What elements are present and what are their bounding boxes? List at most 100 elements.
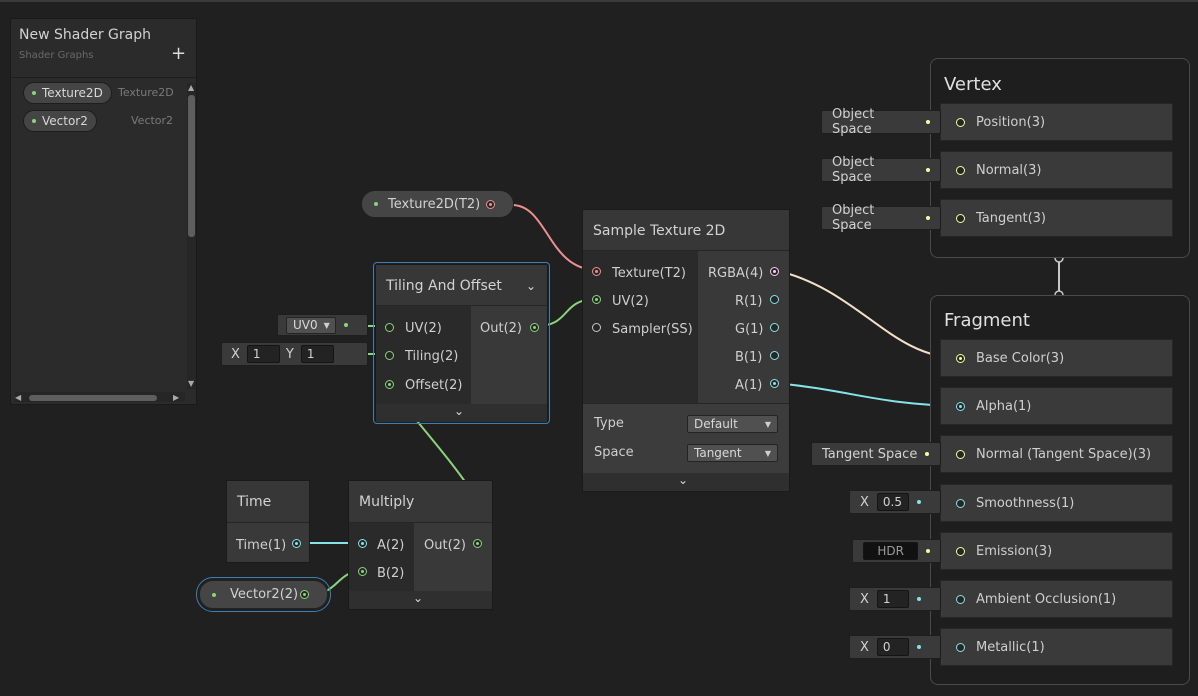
expand-chevron-icon[interactable]: ⌄ bbox=[413, 591, 424, 605]
expand-bar[interactable] bbox=[349, 591, 492, 609]
horizontal-scroll-thumb[interactable] bbox=[29, 395, 157, 401]
connector-dot-icon bbox=[344, 323, 348, 327]
tiling-y-field[interactable]: 1 bbox=[300, 345, 334, 363]
smoothness-port[interactable] bbox=[956, 499, 965, 508]
normal-input[interactable]: Object Space bbox=[821, 155, 941, 185]
multiply-header[interactable]: Multiply bbox=[349, 481, 492, 523]
metallic-input: X 0 bbox=[849, 635, 941, 659]
r-output-port[interactable] bbox=[770, 295, 779, 304]
sample-header[interactable]: Sample Texture 2D bbox=[583, 210, 789, 251]
position-input[interactable]: Object Space bbox=[821, 107, 941, 137]
emission-hdr-field[interactable]: HDR bbox=[863, 542, 919, 560]
vertex-block-position[interactable]: Position(3) bbox=[940, 103, 1173, 141]
tiling-output-port[interactable] bbox=[530, 323, 539, 332]
alpha-port[interactable] bbox=[956, 402, 965, 411]
tiling-header[interactable]: Tiling And Offset bbox=[376, 265, 547, 306]
basecolor-port[interactable] bbox=[956, 354, 965, 363]
fragment-block-alpha[interactable]: Alpha(1) bbox=[940, 387, 1173, 425]
normal-label: Normal(3) bbox=[976, 163, 1042, 178]
texture-output-port[interactable] bbox=[486, 200, 495, 209]
uv-input-port[interactable] bbox=[385, 323, 394, 332]
metallic-port[interactable] bbox=[956, 643, 965, 652]
expand-chevron-icon[interactable]: ⌄ bbox=[678, 473, 689, 487]
g-output-port[interactable] bbox=[770, 323, 779, 332]
top-border bbox=[0, 0, 1198, 2]
connector-dot-icon bbox=[926, 549, 930, 553]
scroll-right-icon[interactable]: ▶ bbox=[173, 393, 180, 402]
sample-texture-2d-node[interactable]: Sample Texture 2D Texture(T2) UV(2) Samp… bbox=[582, 209, 790, 492]
normal-ts-input[interactable]: Tangent Space bbox=[811, 442, 941, 466]
b-output-port[interactable] bbox=[770, 351, 779, 360]
smoothness-label: Smoothness(1) bbox=[976, 496, 1075, 511]
fragment-block-normal[interactable]: Normal (Tangent Space)(3) bbox=[940, 435, 1173, 473]
output-g: G(1) bbox=[735, 322, 764, 337]
connector-dot-icon bbox=[926, 120, 930, 124]
add-property-button[interactable]: + bbox=[171, 43, 187, 64]
type-dropdown[interactable]: Default ▼ bbox=[687, 415, 778, 433]
a-output-port[interactable] bbox=[770, 379, 779, 388]
tiling-input-port[interactable] bbox=[385, 351, 394, 360]
metallic-label: Metallic(1) bbox=[976, 640, 1045, 655]
vertex-block-tangent[interactable]: Tangent(3) bbox=[940, 199, 1173, 237]
scroll-down-icon[interactable]: ▼ bbox=[188, 379, 195, 388]
ao-field[interactable]: 1 bbox=[876, 590, 909, 608]
uv-input-port[interactable] bbox=[592, 295, 601, 304]
multiply-output-port[interactable] bbox=[473, 539, 482, 548]
tiling-x-label: X bbox=[231, 346, 240, 362]
smoothness-field[interactable]: 0.5 bbox=[876, 493, 909, 511]
tiling-x-field[interactable]: 1 bbox=[246, 345, 280, 363]
a-input-port[interactable] bbox=[358, 539, 367, 548]
fragment-block-metallic[interactable]: Metallic(1) bbox=[940, 628, 1173, 666]
tiling-y-label: Y bbox=[285, 346, 294, 362]
b-input-port[interactable] bbox=[358, 567, 367, 576]
rgba-output-port[interactable] bbox=[770, 267, 779, 276]
expand-bar[interactable] bbox=[583, 473, 789, 491]
connector-dot-icon bbox=[916, 645, 921, 649]
property-pill-texture2d[interactable]: Texture2D bbox=[23, 82, 112, 104]
vertex-block-normal[interactable]: Normal(3) bbox=[940, 151, 1173, 189]
tiling-output: Out(2) bbox=[480, 321, 522, 336]
expand-bar[interactable] bbox=[376, 404, 547, 422]
normal-port[interactable] bbox=[956, 166, 965, 175]
uv-channel-value: UV0 bbox=[293, 318, 318, 332]
texture-input-port[interactable] bbox=[592, 267, 601, 276]
normal-ts-space: Tangent Space bbox=[822, 446, 918, 462]
offset-input-port[interactable] bbox=[385, 380, 394, 389]
tangent-input[interactable]: Object Space bbox=[821, 203, 941, 233]
sampler-input-port[interactable] bbox=[592, 323, 601, 332]
connector-dot-icon bbox=[916, 500, 921, 504]
connector-dot-icon bbox=[925, 452, 930, 456]
alpha-label: Alpha(1) bbox=[976, 399, 1032, 414]
fragment-block-ao[interactable]: Ambient Occlusion(1) bbox=[940, 580, 1173, 618]
output-a: A(1) bbox=[735, 378, 763, 393]
property-dot-icon bbox=[212, 592, 216, 597]
vector2-output-port[interactable] bbox=[300, 590, 309, 599]
metallic-x-label: X bbox=[860, 639, 869, 655]
fragment-block-smoothness[interactable]: Smoothness(1) bbox=[940, 484, 1173, 522]
collapse-chevron-icon[interactable]: ⌄ bbox=[526, 279, 537, 293]
position-port[interactable] bbox=[956, 118, 965, 127]
emission-port[interactable] bbox=[956, 547, 965, 556]
uv-channel-input: UV0 ▼ bbox=[277, 314, 368, 336]
metallic-field[interactable]: 0 bbox=[876, 638, 909, 656]
vertical-scroll-thumb[interactable] bbox=[188, 95, 195, 237]
blackboard-title: New Shader Graph bbox=[19, 27, 151, 43]
normal-ts-port[interactable] bbox=[956, 450, 965, 459]
property-pill-vector2[interactable]: Vector2 bbox=[23, 110, 97, 132]
tangent-port[interactable] bbox=[956, 214, 965, 223]
tiling-and-offset-node[interactable]: Tiling And Offset ⌄ UV(2) Tiling(2) Offs… bbox=[375, 264, 548, 422]
scroll-up-icon[interactable]: ▲ bbox=[188, 83, 195, 92]
basecolor-label: Base Color(3) bbox=[976, 351, 1065, 366]
space-dropdown[interactable]: Tangent ▼ bbox=[687, 444, 778, 462]
sample-input-uv: UV(2) bbox=[612, 294, 649, 309]
scroll-left-icon[interactable]: ◀ bbox=[15, 393, 22, 402]
fragment-block-emission[interactable]: Emission(3) bbox=[940, 532, 1173, 570]
time-header[interactable]: Time bbox=[227, 481, 309, 523]
time-output-port[interactable] bbox=[292, 539, 301, 548]
multiply-node[interactable]: Multiply A(2) B(2) Out(2) ⌄ bbox=[348, 480, 493, 610]
expand-chevron-icon[interactable]: ⌄ bbox=[454, 404, 465, 418]
uv-channel-dropdown[interactable]: UV0 ▼ bbox=[286, 316, 336, 334]
time-node[interactable]: Time Time(1) bbox=[226, 480, 310, 563]
fragment-block-basecolor[interactable]: Base Color(3) bbox=[940, 339, 1173, 377]
ao-port[interactable] bbox=[956, 595, 965, 604]
